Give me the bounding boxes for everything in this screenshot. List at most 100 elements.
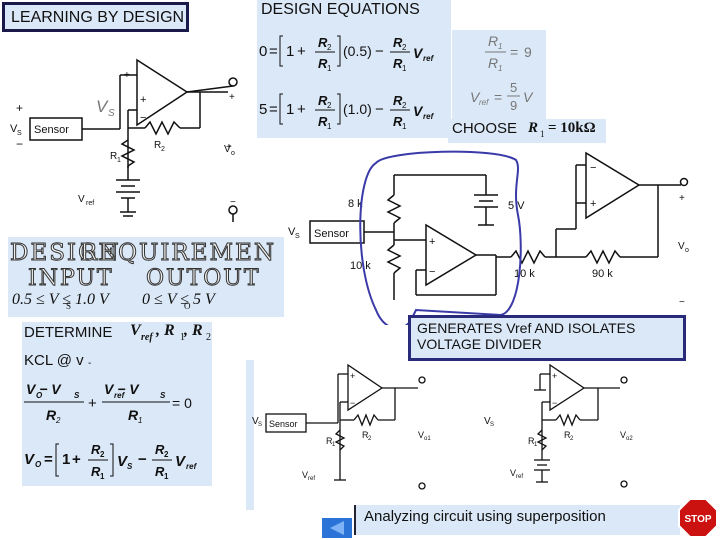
svg-text:=: =	[494, 89, 502, 105]
svg-text:R: R	[318, 35, 328, 50]
design-equations-math: 0 = 1 + R 2 R 1 (0.5) − R 2 R 1 V ref 5 …	[259, 35, 435, 131]
svg-text:1: 1	[332, 442, 336, 448]
svg-text:V: V	[413, 103, 424, 119]
svg-text:5: 5	[510, 80, 517, 95]
svg-text:10 k: 10 k	[514, 268, 535, 280]
svg-text:1: 1	[402, 122, 407, 131]
svg-text:V: V	[175, 453, 187, 470]
stop-label: STOP	[684, 514, 711, 525]
svg-text:+: +	[590, 198, 596, 210]
svg-text:V: V	[302, 470, 308, 480]
svg-text:+: +	[124, 70, 130, 81]
svg-text:o: o	[685, 247, 689, 254]
kcl-label: KCL @ v	[24, 352, 84, 369]
svg-text:9: 9	[524, 44, 532, 60]
circuit-2-diagram: Sensor 8 k 10 k 5 V 10 k 90 k + − − + V …	[288, 150, 689, 325]
choose-r1-panel: CHOOSE R 1 = 10kΩ	[448, 119, 606, 143]
svg-text:5: 5	[259, 101, 267, 118]
svg-text:+: +	[297, 101, 306, 118]
design-equations-heading: DESIGN EQUATIONS	[261, 1, 420, 18]
svg-text:ref: ref	[423, 112, 435, 121]
sensor-2-label: Sensor	[314, 228, 349, 240]
svg-text:1: 1	[286, 101, 294, 118]
svg-text:V: V	[470, 89, 481, 105]
svg-text:R: R	[393, 114, 403, 129]
svg-text:S: S	[108, 108, 115, 119]
svg-text:−: −	[375, 101, 384, 118]
svg-text:+: +	[16, 101, 23, 115]
svg-text:= 0: = 0	[172, 395, 192, 411]
svg-text:V: V	[678, 241, 685, 252]
svg-text:o: o	[231, 150, 235, 157]
svg-text:(0.5): (0.5)	[343, 43, 372, 59]
svg-text:R: R	[488, 55, 498, 71]
svg-text:S: S	[127, 462, 133, 471]
svg-text:+: +	[552, 371, 557, 381]
svg-text:V − V: V − V	[104, 381, 140, 397]
svg-text:ref: ref	[516, 474, 523, 480]
svg-text:1: 1	[138, 416, 142, 425]
svg-text:R: R	[488, 33, 498, 49]
svg-text:+: +	[229, 92, 235, 103]
svg-text:2: 2	[327, 43, 332, 52]
svg-text:R: R	[155, 464, 165, 479]
svg-text:R: R	[393, 35, 403, 50]
svg-text:V: V	[117, 453, 129, 470]
svg-text:=: =	[269, 101, 278, 118]
svg-text:V: V	[510, 468, 516, 478]
svg-text:ref: ref	[114, 391, 126, 400]
svg-text:2: 2	[100, 450, 105, 459]
svg-text:1: 1	[498, 64, 502, 73]
svg-text:−: −	[230, 197, 236, 208]
svg-text:S: S	[258, 422, 262, 428]
svg-text:V − V: V − V	[26, 381, 62, 397]
svg-text:R: R	[154, 140, 161, 151]
svg-text:+: +	[140, 94, 146, 106]
svg-text:2: 2	[570, 436, 574, 442]
svg-text:−: −	[140, 112, 146, 124]
svg-text:O: O	[35, 460, 42, 469]
ratio-result-panel: R 1 R 1 = 9 V ref = 5 9 V	[452, 30, 546, 122]
sensor-3-label: Sensor	[269, 419, 298, 429]
svg-text:+: +	[297, 43, 306, 60]
svg-text:V: V	[96, 97, 109, 116]
svg-text:2: 2	[327, 101, 332, 110]
svg-text:−: −	[429, 266, 435, 278]
svg-text:+: +	[429, 236, 435, 248]
svg-text:+: +	[72, 451, 81, 468]
svg-text:V: V	[484, 416, 491, 427]
svg-text:V: V	[413, 45, 424, 61]
sensor-1-label: Sensor	[34, 124, 69, 136]
svg-text:V: V	[24, 451, 36, 468]
svg-text:R: R	[110, 151, 117, 162]
requirements-line-1b: REQUIREMEN	[79, 240, 277, 267]
svg-text:0: 0	[259, 43, 267, 60]
svg-text:R: R	[393, 93, 403, 108]
page-title: LEARNING BY DESIGN	[2, 2, 189, 32]
back-arrow-icon[interactable]	[322, 518, 352, 538]
requirements-line-1a: DESIGN	[10, 240, 121, 267]
svg-text:(1.0): (1.0)	[343, 101, 372, 117]
svg-text:R: R	[326, 436, 333, 446]
svg-text:−: −	[679, 297, 685, 308]
svg-text:1: 1	[62, 451, 70, 468]
choose-label: CHOOSE	[452, 120, 518, 137]
svg-text:V: V	[78, 194, 85, 205]
analyzing-caption: Analyzing circuit using superposition	[354, 505, 680, 535]
svg-text:2: 2	[402, 43, 407, 52]
stop-sign-icon[interactable]: STOP	[678, 498, 718, 538]
svg-text:−: −	[375, 43, 384, 60]
generates-vref-note: GENERATES Vref AND ISOLATES VOLTAGE DIVI…	[408, 315, 686, 361]
svg-text:R: R	[528, 436, 535, 446]
svg-text:+: +	[226, 142, 232, 153]
requirements-output: OUTOUT	[146, 266, 261, 292]
svg-text:+: +	[679, 193, 685, 204]
determine-label: DETERMINE	[24, 324, 113, 341]
svg-text:S: S	[74, 391, 80, 400]
svg-text:V: V	[252, 416, 259, 427]
svg-text:2: 2	[368, 436, 372, 442]
svg-text:ref: ref	[186, 462, 198, 471]
svg-text:1: 1	[327, 64, 332, 73]
svg-text:S: S	[17, 130, 22, 137]
svg-text:+: +	[88, 395, 97, 412]
